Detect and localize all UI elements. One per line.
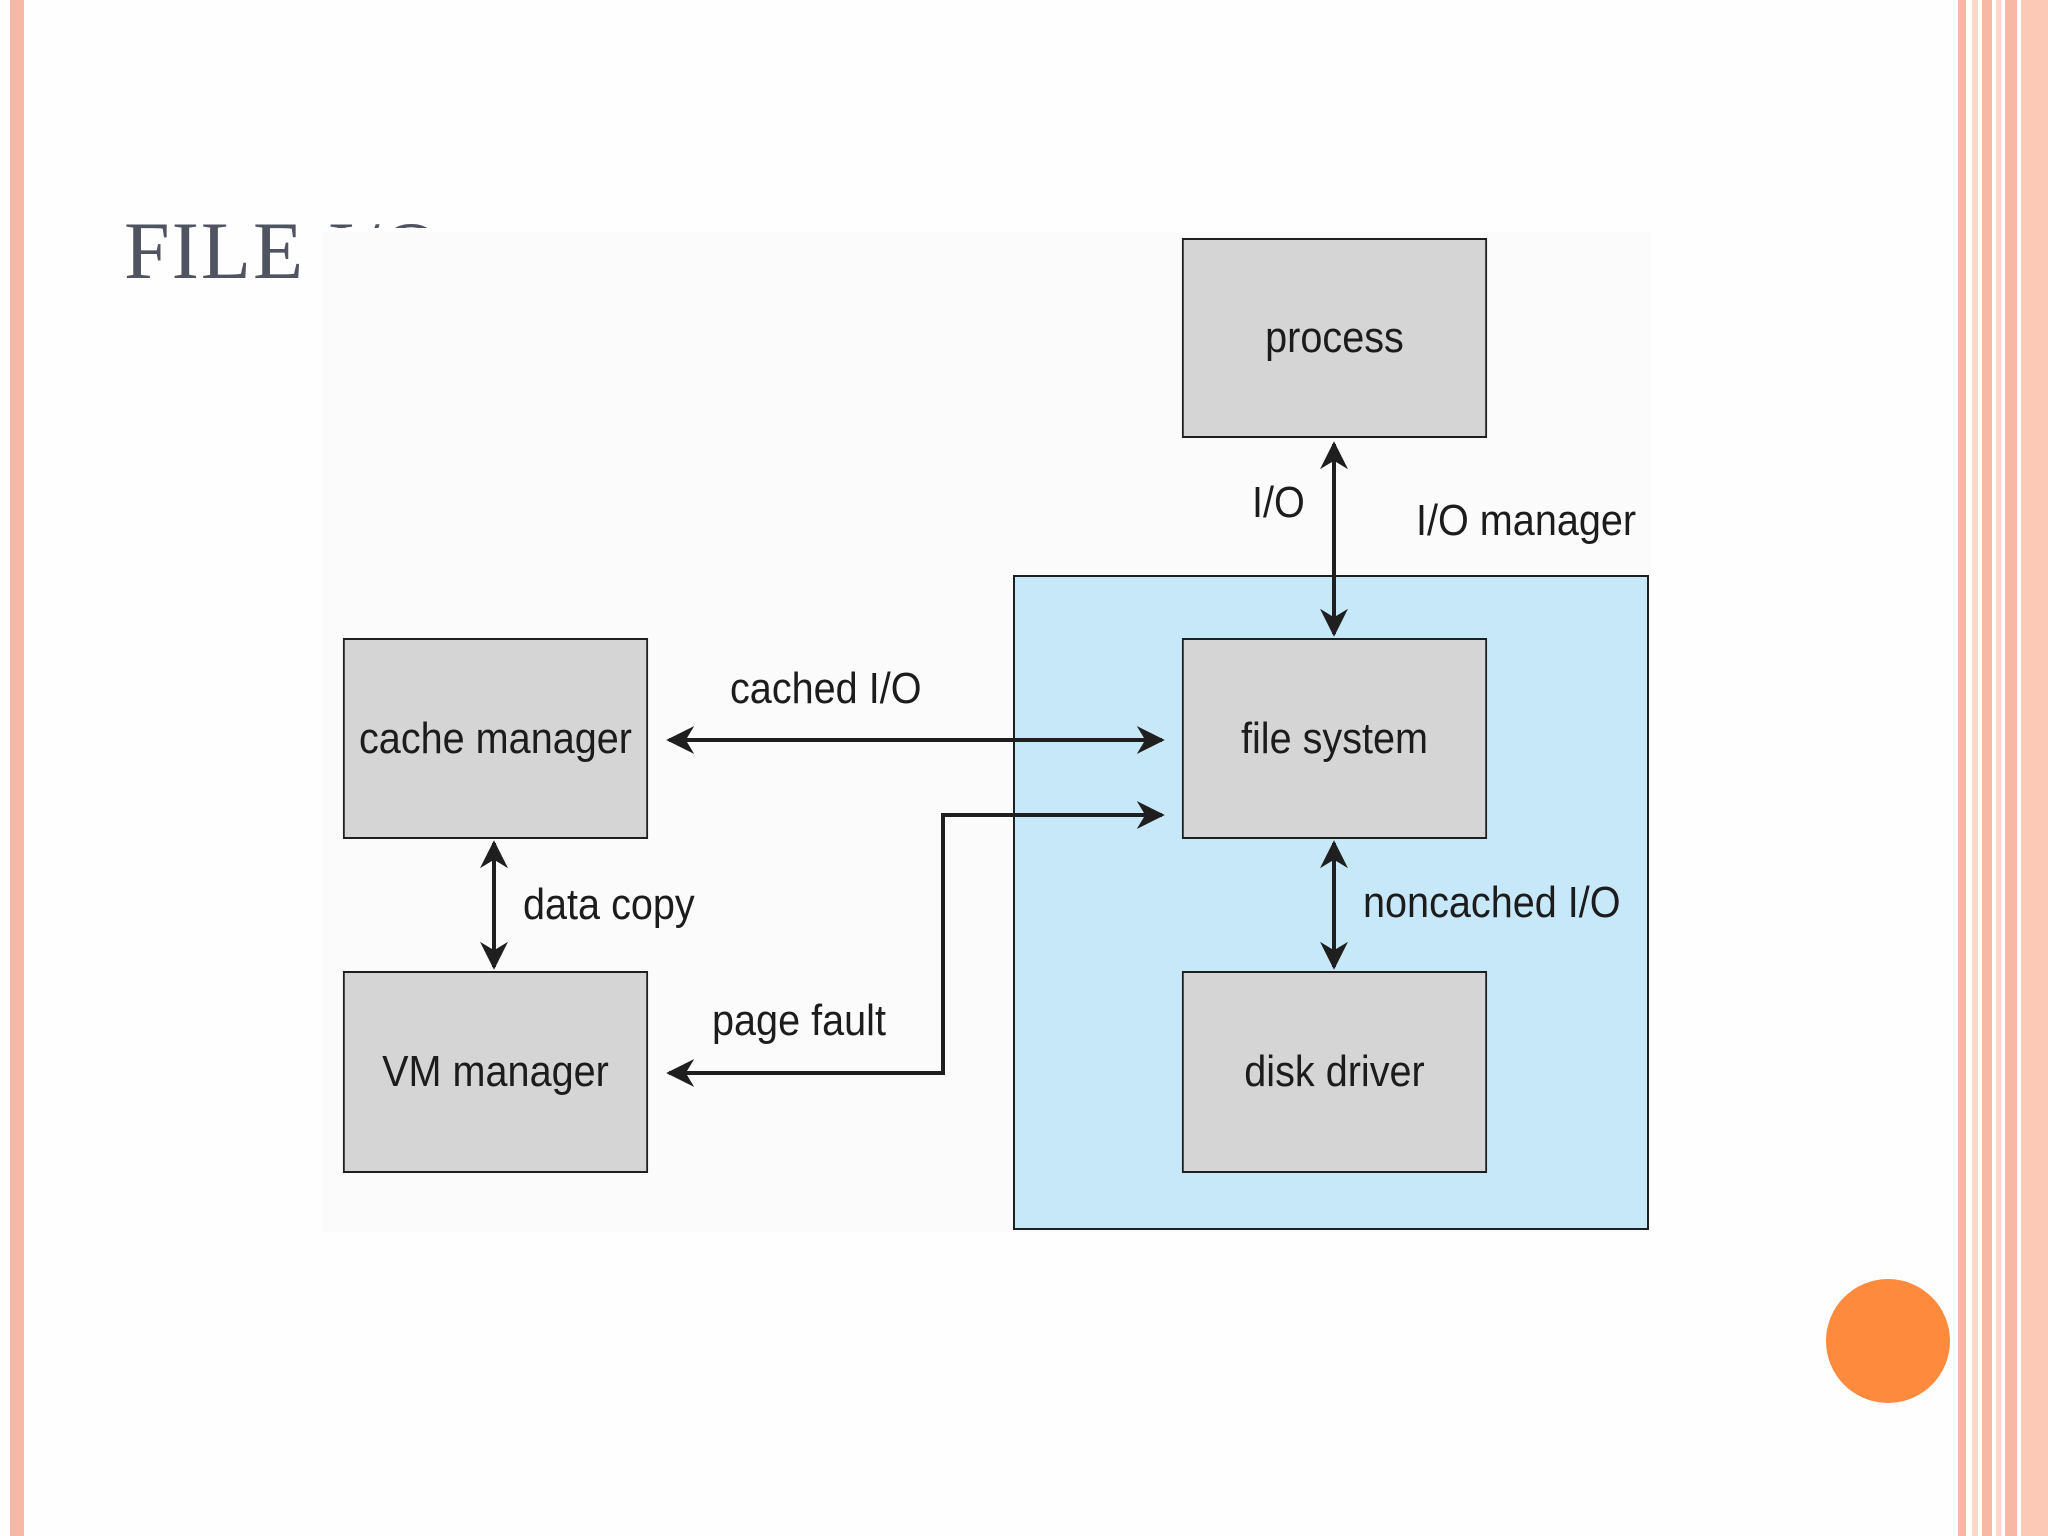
slide-border-right — [1958, 0, 1966, 1536]
slide-border-right — [1982, 0, 1992, 1536]
io-manager-label: I/O manager — [1416, 496, 1637, 545]
slide-border-left — [10, 0, 24, 1536]
noncached-io-label: noncached I/O — [1363, 878, 1621, 927]
cached-io-label: cached I/O — [730, 664, 922, 713]
slide-accent-dot — [1826, 1279, 1950, 1403]
page-fault-arrow — [666, 801, 1165, 1087]
disk-driver-label: disk driver — [1244, 1047, 1425, 1096]
file-system-label: file system — [1240, 713, 1429, 763]
process-box: process — [1181, 238, 1488, 438]
io-edge-label: I/O — [1252, 478, 1305, 527]
slide-border-right — [1972, 0, 1978, 1536]
page-fault-label: page fault — [712, 996, 886, 1045]
cache-manager-box: cache manager — [342, 638, 649, 839]
slide-border-right — [2005, 0, 2017, 1536]
process-label: process — [1265, 313, 1404, 362]
slide-border-right — [1996, 0, 2001, 1536]
slide-border-right — [2021, 0, 2048, 1536]
file-system-box: file system — [1181, 638, 1488, 839]
data-copy-label: data copy — [523, 880, 695, 929]
cache-manager-label: cache manager — [359, 713, 632, 763]
vm-manager-label: VM manager — [382, 1047, 609, 1096]
vm-manager-box: VM manager — [342, 971, 649, 1173]
disk-driver-box: disk driver — [1181, 971, 1488, 1173]
